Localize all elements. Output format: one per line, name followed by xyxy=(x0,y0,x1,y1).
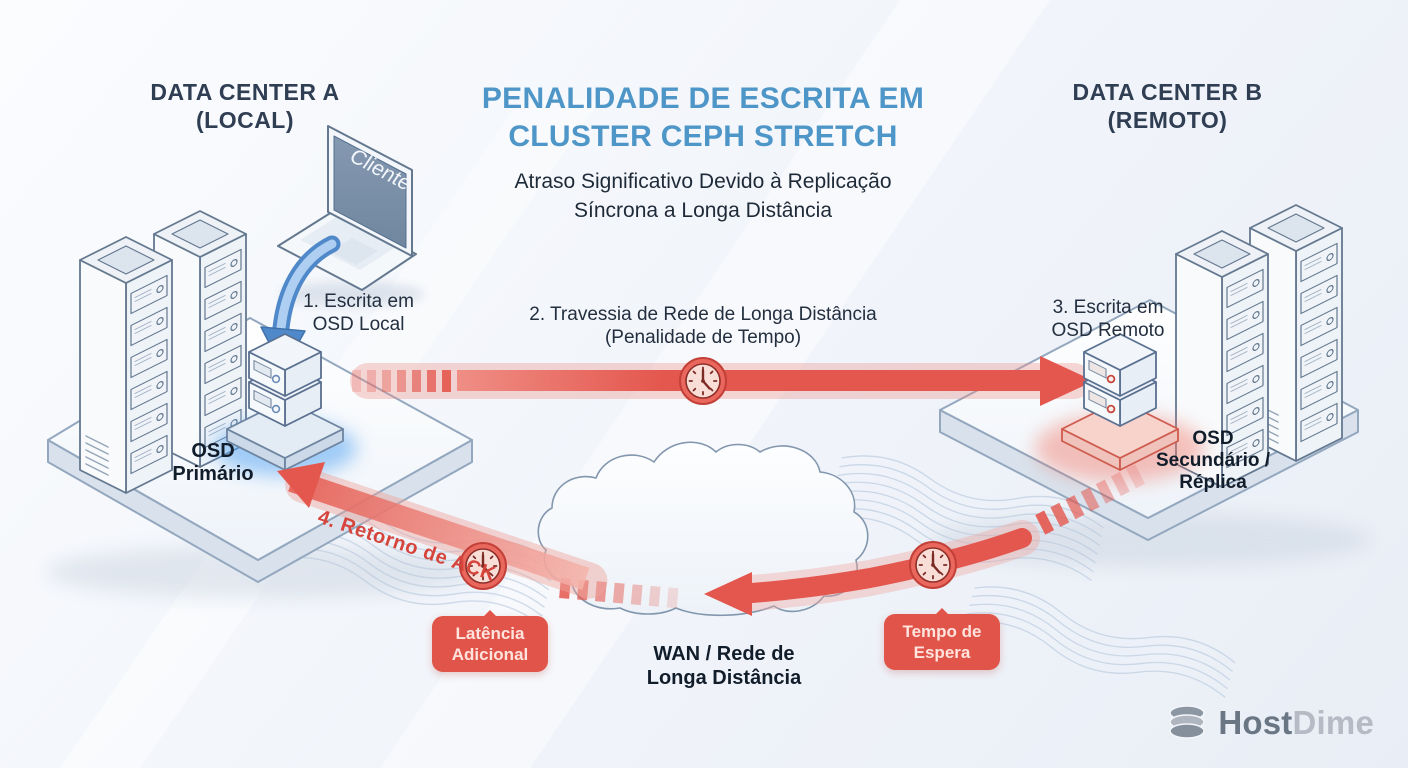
osd-secondary-label: OSD Secundário / Réplica xyxy=(1138,428,1288,494)
step2-line1: 2. Travessia de Rede de Longa Distância xyxy=(529,304,877,325)
brand-host-text: Host xyxy=(1218,704,1293,741)
ack-return-arrow-icon xyxy=(277,462,608,599)
page-title-line1: PENALIDADE DE ESCRITA EM xyxy=(481,82,925,115)
osd-primary-line2: Primário xyxy=(172,463,254,485)
datacenter-a-title: DATA CENTER A (LOCAL) xyxy=(110,78,380,134)
datacenter-a-scope: (LOCAL) xyxy=(195,107,295,133)
osd-secondary-line1: OSD xyxy=(1192,428,1234,449)
wan-line2: Longa Distância xyxy=(646,667,802,689)
page-title-line2: CLUSTER CEPH STRETCH xyxy=(508,120,898,153)
wait-badge: Tempo de Espera xyxy=(884,608,1000,670)
hostdime-logo: HostDime xyxy=(1165,700,1374,746)
page-subtitle: Atraso Significativo Devido à Replicação… xyxy=(430,167,976,225)
osd-primary-icon xyxy=(226,333,344,471)
latency-badge: Latência Adicional xyxy=(432,610,548,672)
brand-dime-text: Dime xyxy=(1292,704,1374,741)
osd-primary-label: OSD Primário xyxy=(148,440,278,486)
step1-line1: 1. Escrita em xyxy=(303,291,414,312)
step1-line2: OSD Local xyxy=(312,314,405,335)
wait-badge-line1: Tempo de xyxy=(902,622,982,641)
osd-primary-line1: OSD xyxy=(191,440,235,462)
page-title: PENALIDADE DE ESCRITA EM CLUSTER CEPH ST… xyxy=(420,80,986,156)
wait-badge-line2: Espera xyxy=(913,643,971,662)
ack-cloud-arrow-icon xyxy=(559,520,1040,616)
step3-line1: 3. Escrita em xyxy=(1052,297,1164,318)
osd-secondary-line3: Réplica xyxy=(1179,472,1247,493)
step1-label: 1. Escrita em OSD Local xyxy=(276,290,441,336)
hostdime-logo-icon xyxy=(1169,705,1206,739)
server-rack-a-icon xyxy=(79,210,247,494)
datacenter-b-scope: (REMOTO) xyxy=(1107,107,1228,133)
clock-icon-wait xyxy=(908,540,958,590)
step3-line2: OSD Remoto xyxy=(1051,320,1165,341)
latency-badge-line2: Adicional xyxy=(451,645,529,664)
datacenter-b-name: DATA CENTER B xyxy=(1072,79,1263,105)
datacenter-b-title: DATA CENTER B (REMOTO) xyxy=(1030,78,1305,134)
step2-label: 2. Travessia de Rede de Longa Distância … xyxy=(455,303,951,349)
ack-descent-dashes-icon xyxy=(1035,464,1145,535)
step3-label: 3. Escrita em OSD Remoto xyxy=(1028,296,1188,342)
page-subtitle-line2: Síncrona a Longa Distância xyxy=(574,199,832,222)
osd-secondary-line2: Secundário / xyxy=(1155,450,1271,471)
server-rack-b-icon xyxy=(1175,204,1343,488)
step2-line2: (Penalidade de Tempo) xyxy=(604,327,802,348)
clock-icon-wan xyxy=(678,356,728,406)
wan-line1: WAN / Rede de xyxy=(653,643,795,665)
latency-badge-line1: Latência xyxy=(455,624,525,643)
wan-label: WAN / Rede de Longa Distância xyxy=(608,642,840,690)
laptop-icon: Cliente xyxy=(277,125,424,306)
cloud-icon xyxy=(537,441,869,617)
osd-replica-icon xyxy=(1061,333,1179,471)
datacenter-a-name: DATA CENTER A xyxy=(150,79,340,105)
hostdime-wordmark: HostDime xyxy=(1218,704,1374,742)
page-subtitle-line1: Atraso Significativo Devido à Replicação xyxy=(514,170,892,193)
